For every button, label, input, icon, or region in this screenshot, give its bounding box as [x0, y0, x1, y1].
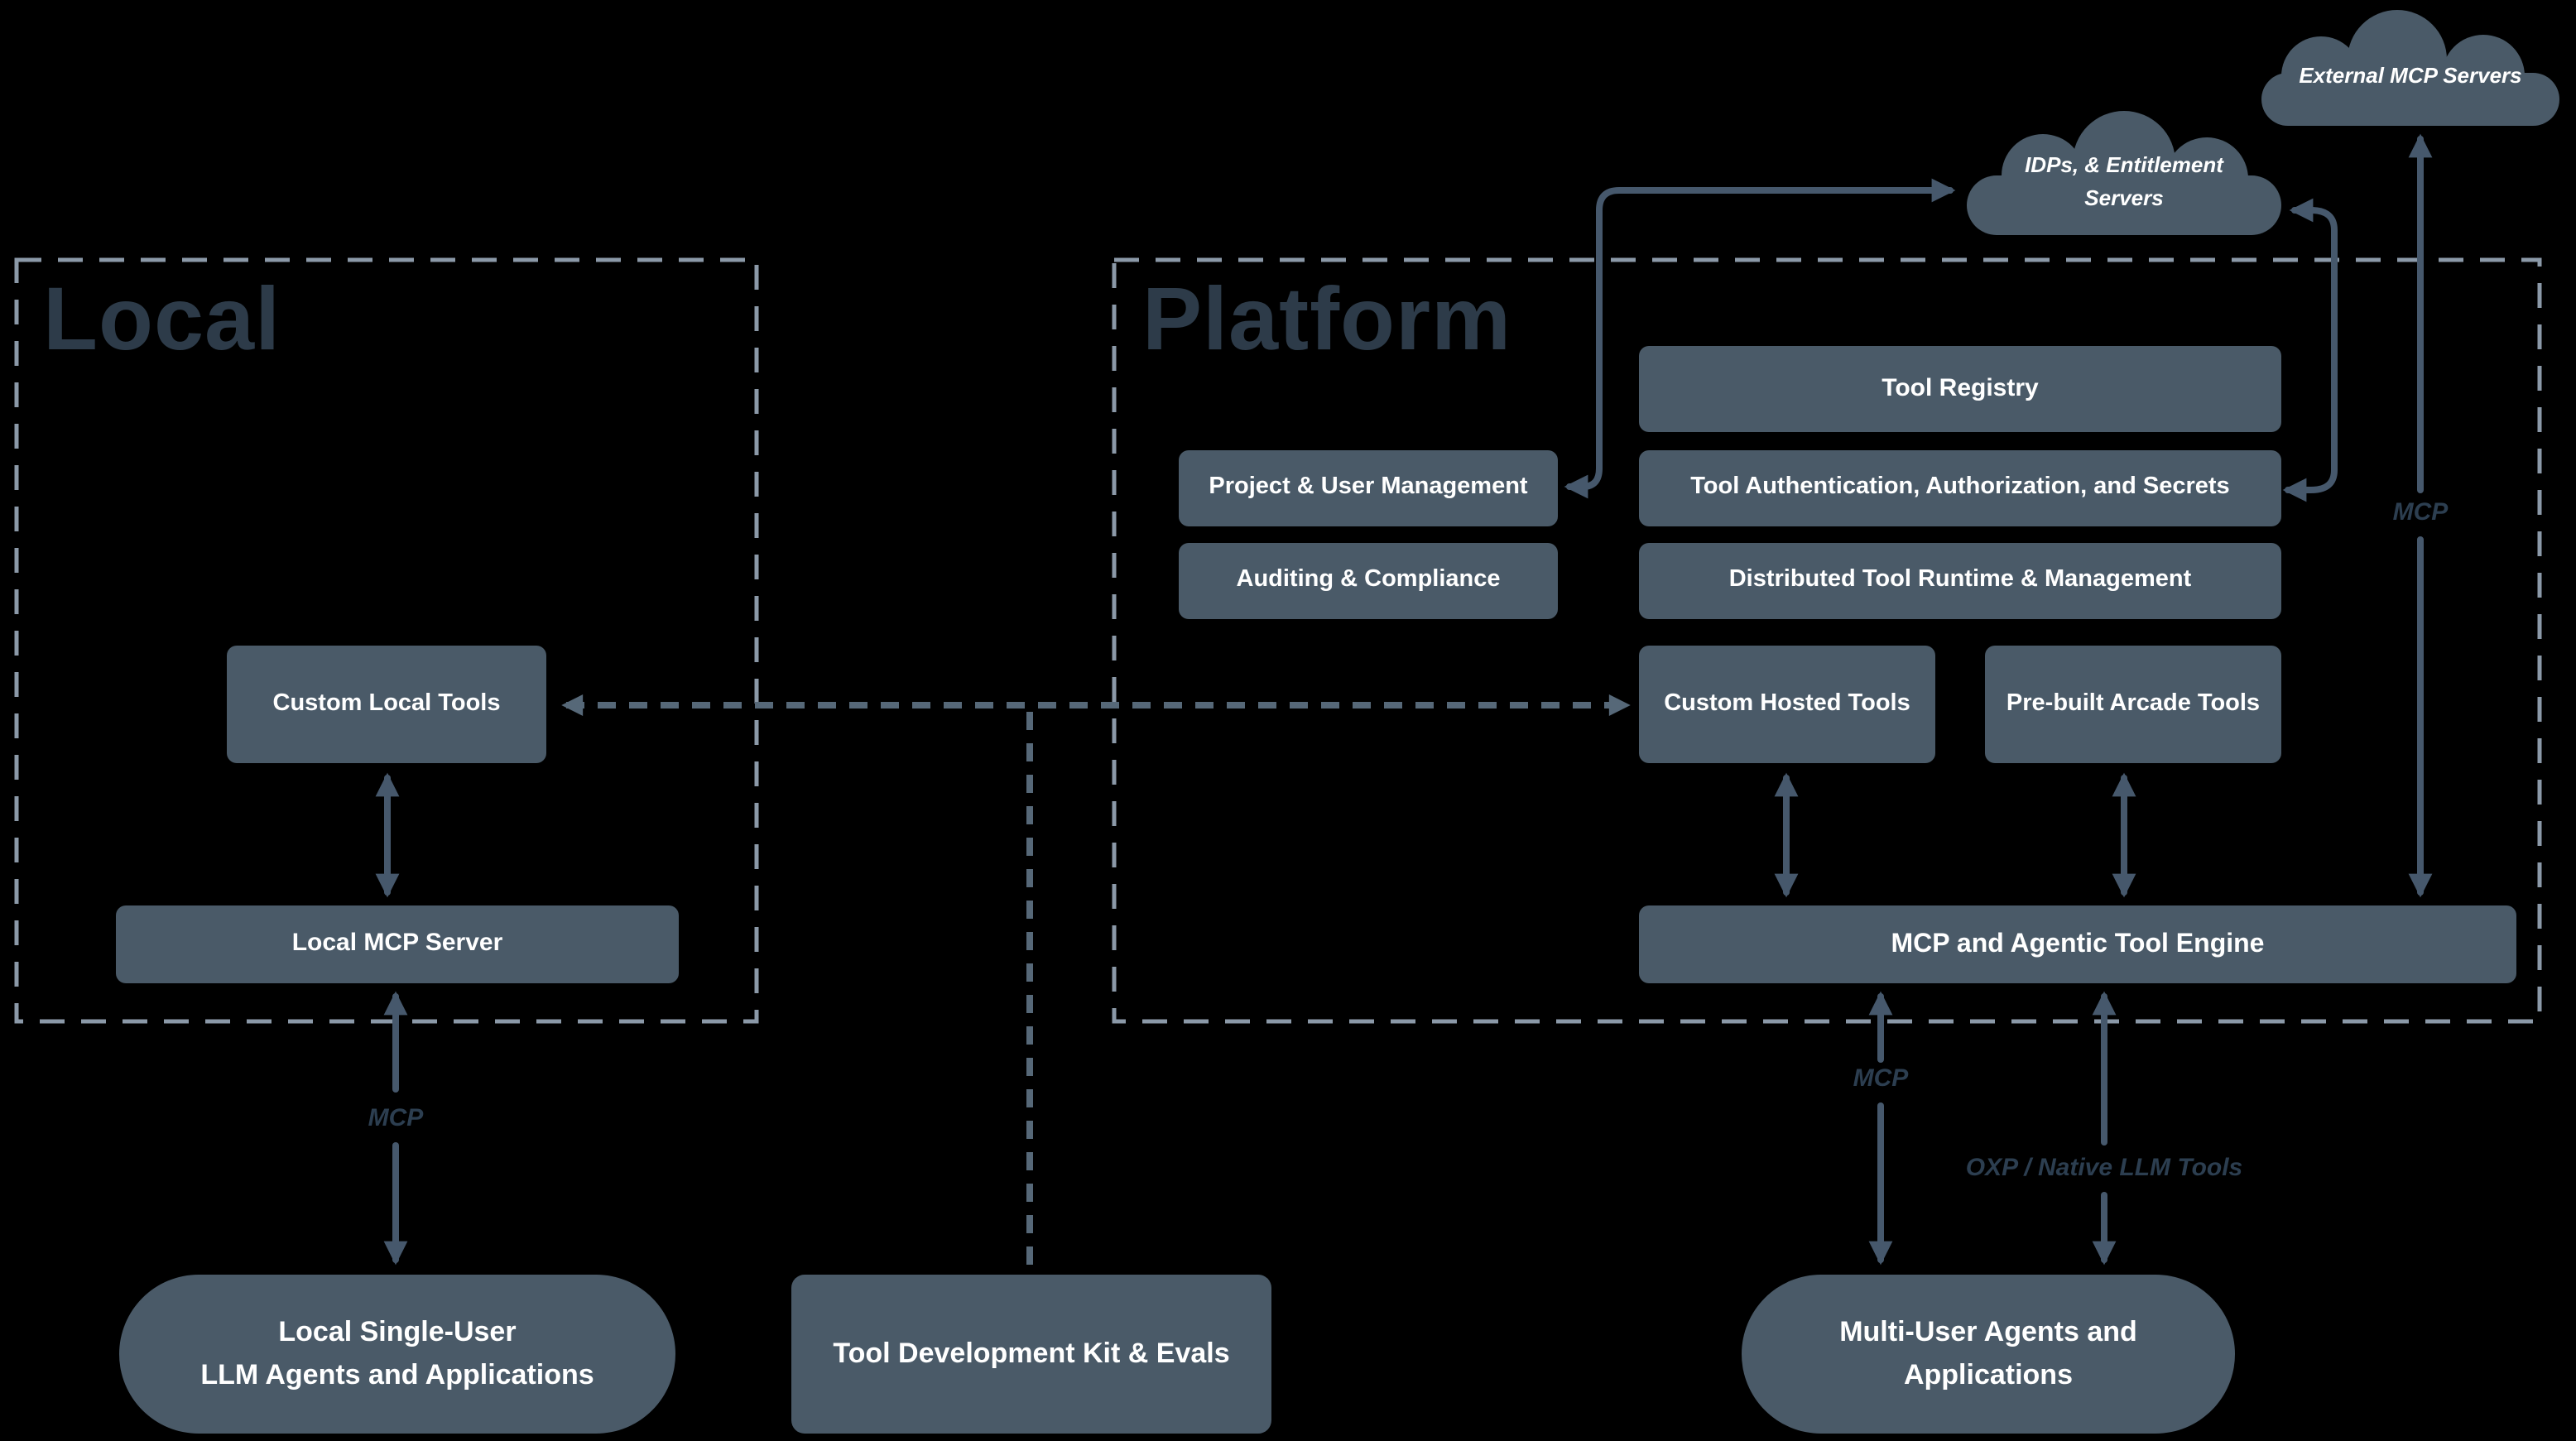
local-container-border	[14, 257, 759, 1024]
edge-label-external-mcp: MCP	[2392, 498, 2449, 526]
node-custom-local-tools: Custom Local Tools	[227, 646, 546, 763]
node-local-mcp-server: Local MCP Server	[116, 905, 679, 983]
terminal-line: LLM Agents and Applications	[200, 1359, 594, 1391]
terminal-multi-user-agents: Multi-User Agents and Applications	[1742, 1275, 2235, 1434]
terminal-line: Applications	[1903, 1359, 2073, 1391]
node-mcp-agentic-tool-engine: MCP and Agentic Tool Engine	[1639, 905, 2516, 983]
edge-label-engine-mcp: MCP	[1853, 1064, 1909, 1093]
node-distributed-runtime: Distributed Tool Runtime & Management	[1639, 543, 2281, 619]
node-project-user-management: Project & User Management	[1179, 450, 1558, 526]
arrow-tool-auth-idps	[2282, 198, 2338, 502]
platform-section-title: Platform	[1142, 270, 1512, 369]
terminal-tool-development-kit: Tool Development Kit & Evals	[791, 1275, 1271, 1434]
local-section-title: Local	[43, 270, 281, 369]
idps-cloud-shape	[1967, 111, 2281, 235]
edge-label-local-mcp: MCP	[368, 1104, 424, 1132]
node-tool-registry: Tool Registry	[1639, 346, 2281, 432]
node-prebuilt-arcade-tools: Pre-built Arcade Tools	[1985, 646, 2281, 763]
arrow-project-user-idps	[1564, 178, 1956, 499]
idps-cloud-label: IDPs, & Entitlement Servers	[2025, 152, 2223, 211]
node-auditing-compliance: Auditing & Compliance	[1179, 543, 1558, 619]
external-mcp-cloud-shape	[2261, 10, 2559, 126]
node-tool-authentication: Tool Authentication, Authorization, and …	[1639, 450, 2281, 526]
terminal-local-single-user-agents: Local Single-User LLM Agents and Applica…	[119, 1275, 675, 1434]
terminal-line: Multi-User Agents and	[1839, 1315, 2137, 1347]
edge-label-oxp-native-llm-tools: OXP / Native LLM Tools	[1965, 1154, 2243, 1182]
external-mcp-cloud-label: External MCP Servers	[2299, 63, 2522, 88]
terminal-line: Local Single-User	[278, 1315, 517, 1347]
node-custom-hosted-tools: Custom Hosted Tools	[1639, 646, 1935, 763]
